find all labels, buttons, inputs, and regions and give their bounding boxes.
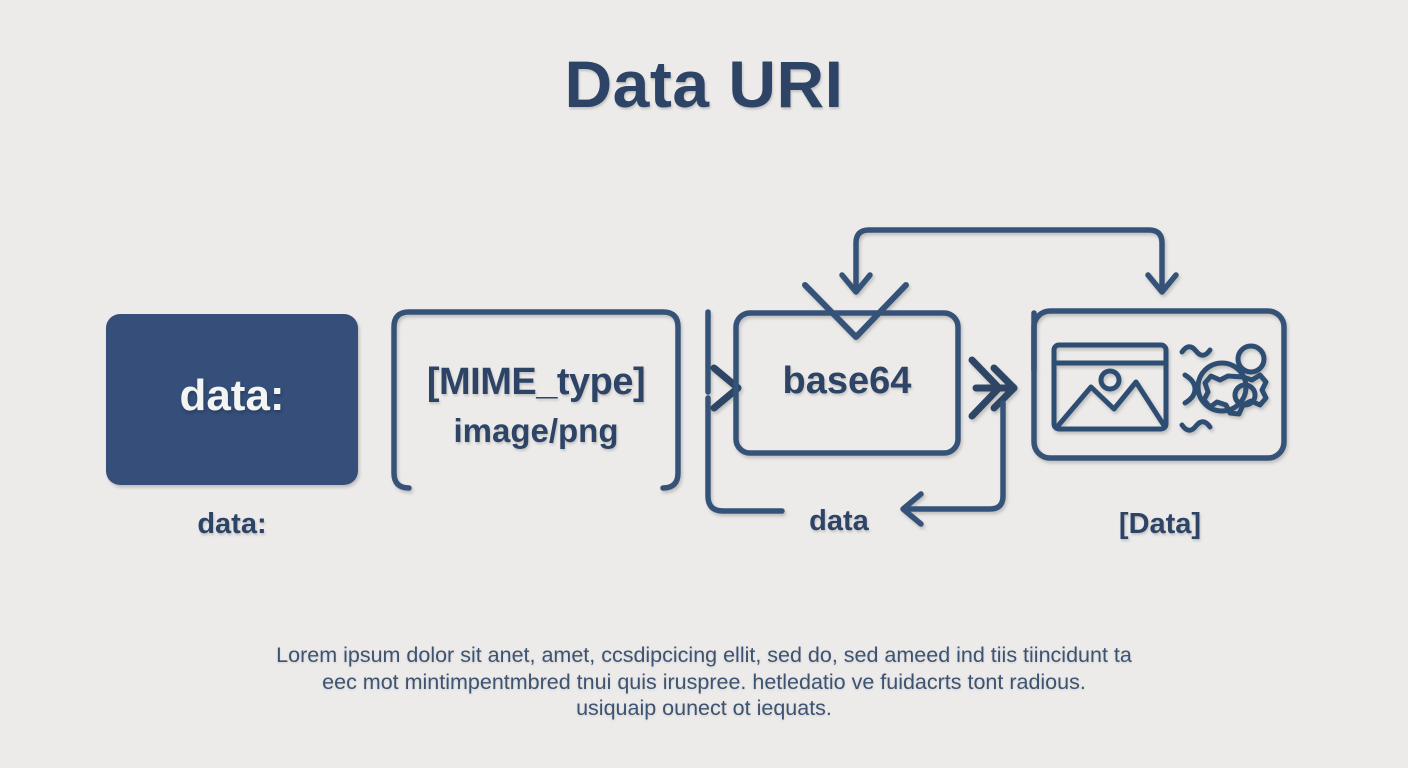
- base64-box-shape[interactable]: [733, 310, 961, 456]
- image-icon: [1051, 342, 1169, 432]
- page-title: Data URI: [564, 47, 844, 121]
- top-bracket-arrowhead-right: [1145, 272, 1179, 295]
- data-return-bracket: [705, 395, 785, 514]
- mime-bracket-shape[interactable]: [391, 309, 681, 491]
- top-distribution-bracket: [853, 227, 1165, 293]
- chevron-into-base64: [802, 282, 909, 340]
- gear-icon: [1179, 343, 1269, 433]
- data-chip-shape[interactable]: [106, 314, 358, 485]
- top-bracket-arrowhead-left: [839, 272, 873, 295]
- output-return-path: [903, 400, 1006, 512]
- output-box-shape[interactable]: [1031, 308, 1287, 461]
- output-return-arrowhead: [900, 491, 924, 527]
